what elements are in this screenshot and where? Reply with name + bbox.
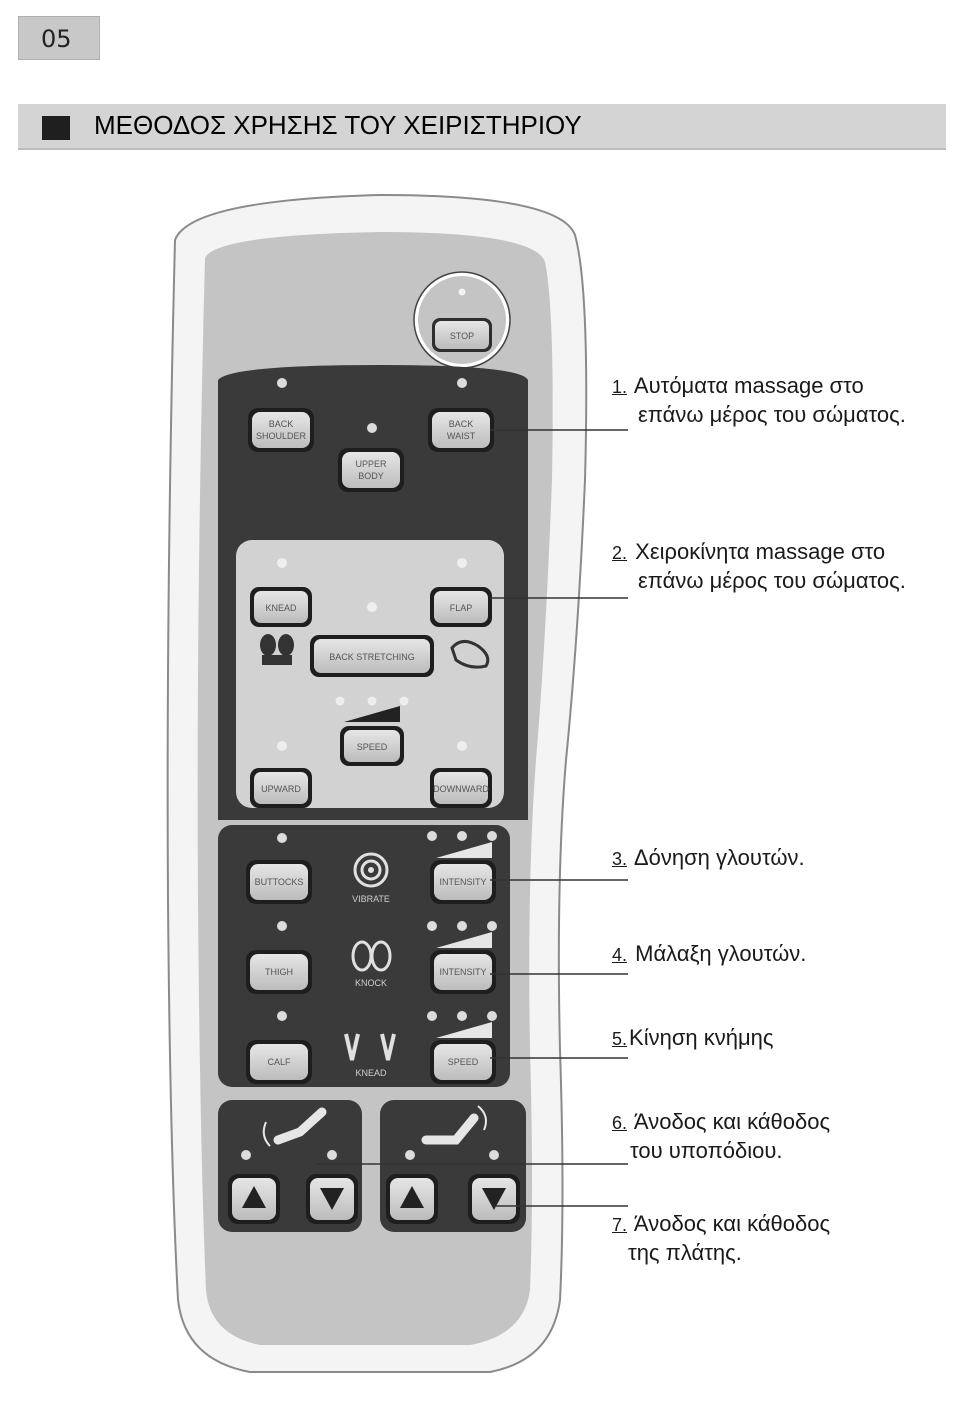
knead-label: KNEAD [265,603,297,613]
intensity-label-2: INTENSITY [439,967,486,977]
flap-hand-icon [450,640,490,669]
caption-4: 4. Μάλαξη γλουτών. [612,940,806,969]
caption-5-number: 5. [612,1029,628,1049]
calf-label: CALF [267,1057,291,1067]
caption-2-number: 2. [612,543,628,563]
caption-3: 3. Δόνηση γλουτών. [612,844,805,873]
downward-label: DOWNWARD [433,784,489,794]
stop-button[interactable]: STOP [432,318,492,352]
caption-1-line-2: επάνω μέρος του σώματος. [638,402,906,427]
speed-button-calf[interactable]: SPEED [430,1040,496,1084]
down-arrow-icon [482,1188,506,1210]
upper-body-label-1: UPPER [355,459,387,469]
caption-5: 5.Κίνηση κνήμης [612,1024,774,1053]
back-shoulder-button[interactable]: BACK SHOULDER [248,408,314,452]
upward-label: UPWARD [261,784,301,794]
speed-ramp-icon [344,706,400,722]
speed-ramp-icon-calf [436,1022,492,1038]
caption-7-number: 7. [612,1215,628,1235]
caption-7: 7. Άνοδος και κάθοδος της πλάτης. [612,1210,830,1267]
up-arrow-icon [400,1186,424,1208]
kneading-hands-icon [260,634,294,665]
knock-label: KNOCK [355,978,387,988]
knock-hands-icon [351,940,392,972]
intensity-label-1: INTENSITY [439,877,486,887]
backrest-down-button[interactable] [468,1174,520,1224]
intensity-button-knock[interactable]: INTENSITY [430,950,496,994]
backrest-chair-icon [421,1105,487,1145]
caption-1-line-1: Αυτόματα massage στο [633,373,864,398]
caption-4-line-1: Μάλαξη γλουτών. [635,941,807,966]
calf-knead-label: KNEAD [355,1068,387,1078]
caption-6: 6. Άνοδος και κάθοδος του υποπόδιου. [612,1108,830,1165]
title-bullet-square [42,116,70,140]
speed-calf-label: SPEED [448,1057,479,1067]
back-shoulder-label-2: SHOULDER [256,431,307,441]
back-waist-button[interactable]: BACK WAIST [428,408,494,452]
back-waist-label-1: BACK [449,419,474,429]
caption-2-line-1: Χειροκίνητα massage στο [635,539,886,564]
calf-knead-icon [344,1033,396,1061]
caption-1: 1. Αυτόματα massage στο επάνω μέρος του … [612,372,906,429]
caption-2-line-2: επάνω μέρος του σώματος. [638,568,906,593]
speed-button[interactable]: SPEED [340,726,404,766]
vibrate-label: VIBRATE [352,894,390,904]
footrest-up-button[interactable] [228,1174,280,1224]
speed-label: SPEED [357,742,388,752]
flap-label: FLAP [450,603,473,613]
back-waist-label-2: WAIST [447,431,476,441]
vibrate-icon [353,852,389,888]
intensity-ramp-icon-2 [436,932,492,948]
caption-2: 2. Χειροκίνητα massage στο επάνω μέρος τ… [612,538,906,595]
stop-highlight-ring [414,272,510,368]
caption-3-number: 3. [612,849,628,869]
page-number: 05 [18,16,100,60]
buttocks-label: BUTTOCKS [255,877,304,887]
section-title-bar: ΜΕΘΟΔΟΣ ΧΡΗΣΗΣ ΤΟΥ ΧΕΙΡΙΣΤΗΡΙΟΥ [18,104,946,150]
footrest-down-button[interactable] [306,1174,358,1224]
caption-1-number: 1. [612,377,628,397]
page-title: ΜΕΘΟΔΟΣ ΧΡΗΣΗΣ ΤΟΥ ΧΕΙΡΙΣΤΗΡΙΟΥ [94,110,582,140]
thigh-button[interactable]: THIGH [246,950,312,994]
upper-body-label-2: BODY [358,471,384,481]
stop-label: STOP [450,331,474,341]
caption-5-line-1: Κίνηση κνήμης [629,1025,774,1050]
flap-button[interactable]: FLAP [430,587,492,627]
caption-4-number: 4. [612,945,628,965]
backrest-up-button[interactable] [386,1174,438,1224]
back-stretching-label: BACK STRETCHING [329,652,415,662]
footrest-chair-icon [262,1107,327,1147]
auto-massage-panel [218,365,528,525]
thigh-label: THIGH [265,967,293,977]
up-arrow-icon [242,1186,266,1208]
caption-6-number: 6. [612,1113,628,1133]
knead-button[interactable]: KNEAD [250,587,312,627]
caption-3-line-1: Δόνηση γλουτών. [633,845,805,870]
caption-6-line-2: του υποπόδιου. [630,1138,783,1163]
intensity-button-vibrate[interactable]: INTENSITY [430,860,496,904]
downward-button[interactable]: DOWNWARD [430,768,492,808]
back-shoulder-label-1: BACK [269,419,294,429]
caption-7-line-2: της πλάτης. [628,1240,742,1265]
buttocks-button[interactable]: BUTTOCKS [246,860,312,904]
leader-lines [316,429,628,1207]
caption-7-line-1: Άνοδος και κάθοδος [633,1211,831,1236]
back-stretching-button[interactable]: BACK STRETCHING [310,635,434,677]
upward-button[interactable]: UPWARD [250,768,312,808]
caption-6-line-1: Άνοδος και κάθοδος [633,1109,831,1134]
stop-indicator-led [458,288,466,296]
intensity-ramp-icon-1 [436,842,492,858]
calf-button[interactable]: CALF [246,1040,312,1084]
down-arrow-icon [320,1188,344,1210]
upper-body-button[interactable]: UPPER BODY [338,448,404,492]
